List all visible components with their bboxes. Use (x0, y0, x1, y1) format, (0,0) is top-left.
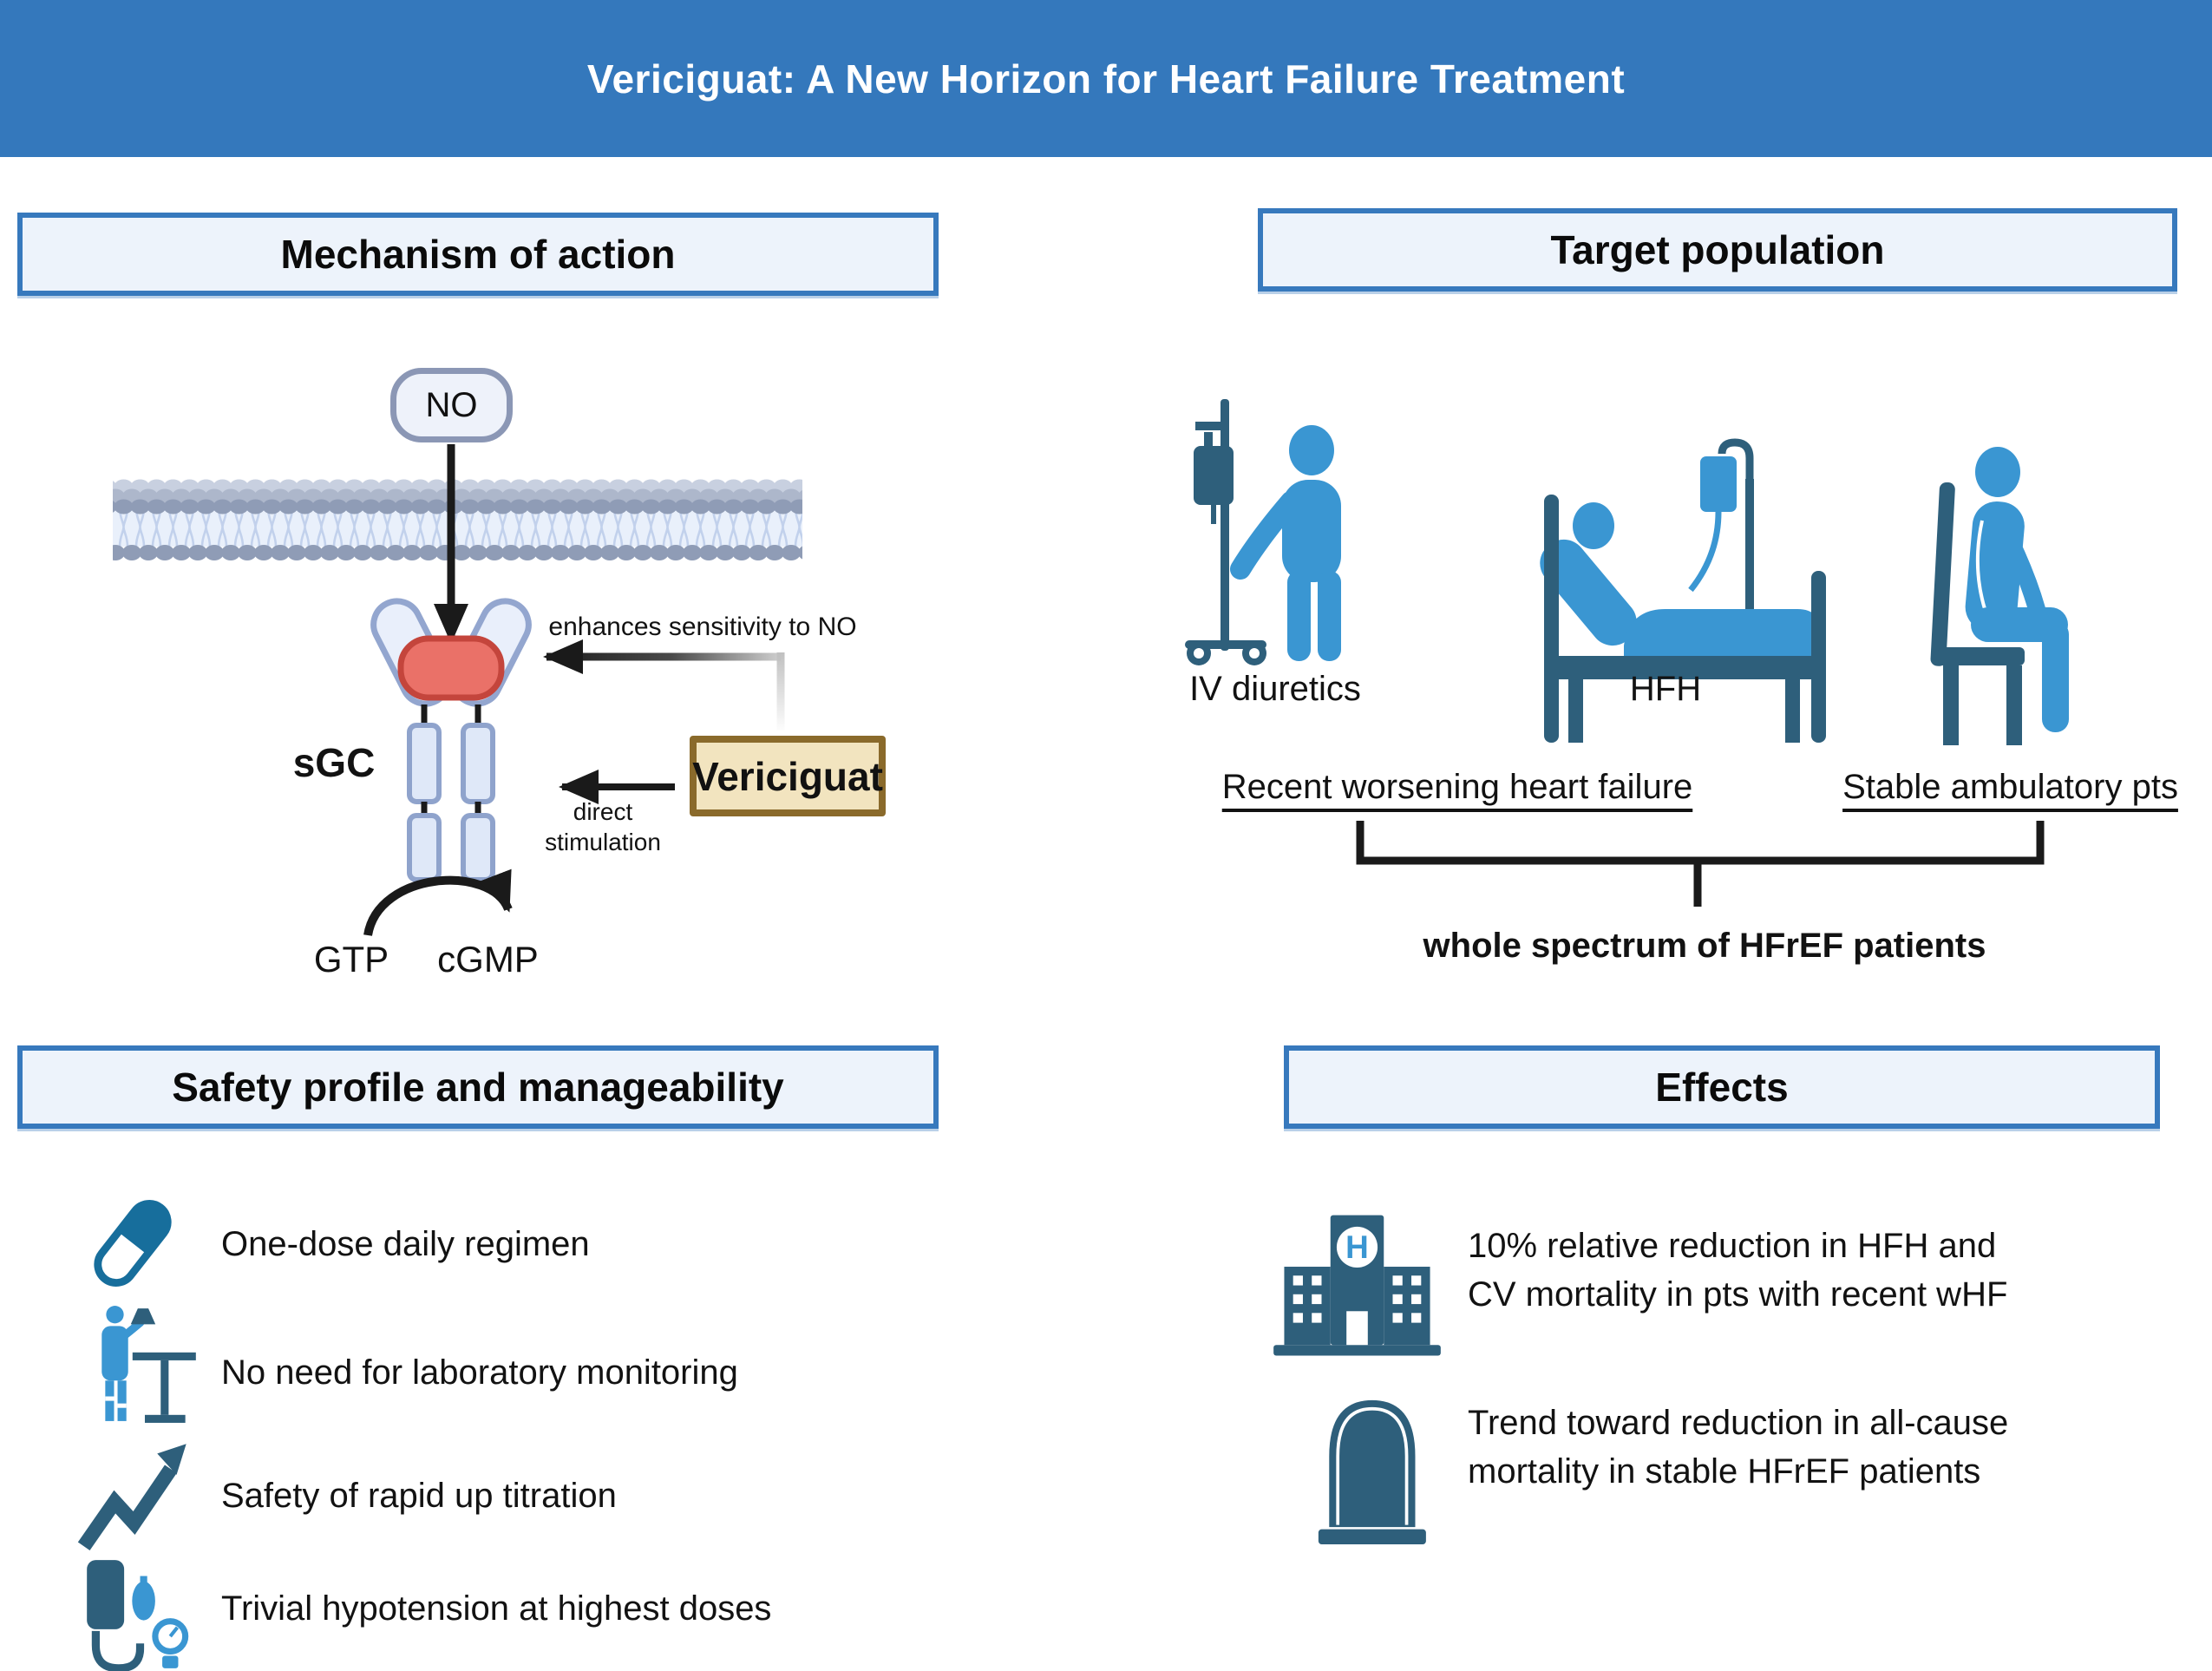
safety-item-text: No need for laboratory monitoring (221, 1353, 738, 1392)
group-recent-worsening-label: Recent worsening heart failure (1221, 768, 1693, 806)
target-title-box: Target population (1258, 208, 2177, 292)
header-banner: Vericiguat: A New Horizon for Heart Fail… (0, 0, 2212, 157)
effects-title-box: Effects (1284, 1045, 2160, 1129)
spectrum-summary-label: whole spectrum of HFrEF patients (1423, 927, 1986, 965)
no-molecule-box: NO (390, 368, 513, 442)
effects-title: Effects (1655, 1065, 1789, 1110)
hospital-icon: H (1273, 1215, 1441, 1356)
effects-item-text: 10% relative reduction in HFH and CV mor… (1468, 1227, 2008, 1314)
target-population-graphics (1185, 399, 2069, 907)
spectrum-bracket (1356, 821, 2045, 907)
enhances-label: enhances sensitivity to NO (548, 613, 857, 641)
vericiguat-box: Vericiguat (690, 736, 886, 816)
pill-icon (94, 1200, 172, 1287)
enhances-arrow (543, 639, 785, 731)
mechanism-diagram (113, 444, 802, 937)
gtp-cgmp-arrow (363, 868, 513, 937)
blood-pressure-monitor-icon (87, 1560, 189, 1671)
hfh-label: HFH (1629, 670, 1702, 708)
hospital-letter: H (1345, 1229, 1369, 1265)
lab-scientist-icon (101, 1306, 196, 1423)
page-title: Vericiguat: A New Horizon for Heart Fail… (586, 56, 1626, 102)
sgc-enzyme-graphic (370, 598, 532, 882)
group-stable-ambulatory-label: Stable ambulatory pts (1842, 768, 2178, 806)
safety-item-text: One-dose daily regimen (221, 1225, 590, 1263)
hfh-bed-icon (1540, 438, 1826, 743)
mechanism-title: Mechanism of action (280, 232, 676, 277)
vericiguat-label: Vericiguat (692, 753, 883, 799)
tombstone-icon (1318, 1399, 1426, 1544)
safety-title: Safety profile and manageability (172, 1065, 784, 1110)
effects-item-text: Trend toward reduction in all-cause mort… (1468, 1404, 2009, 1491)
direct-stimulation-label: direct stimulation (545, 798, 661, 855)
gtp-label: GTP (313, 939, 389, 980)
cgmp-label: cGMP (437, 939, 539, 980)
iv-diuretics-icon (1185, 399, 1341, 665)
mechanism-title-box: Mechanism of action (17, 213, 939, 296)
sgc-label: sGC (292, 740, 376, 785)
heme-group (397, 635, 505, 701)
no-label: NO (425, 385, 478, 424)
safety-title-box: Safety profile and manageability (17, 1045, 939, 1129)
safety-item-text: Safety of rapid up titration (221, 1477, 617, 1515)
target-title: Target population (1550, 227, 1885, 272)
cell-membrane-graphic (113, 475, 802, 564)
ambulatory-patient-icon (1930, 447, 2069, 745)
safety-item-text: Trivial hypotension at highest doses (221, 1589, 772, 1628)
iv-diuretics-label: IV diuretics (1189, 670, 1361, 708)
uptrend-arrow-icon (77, 1444, 187, 1550)
